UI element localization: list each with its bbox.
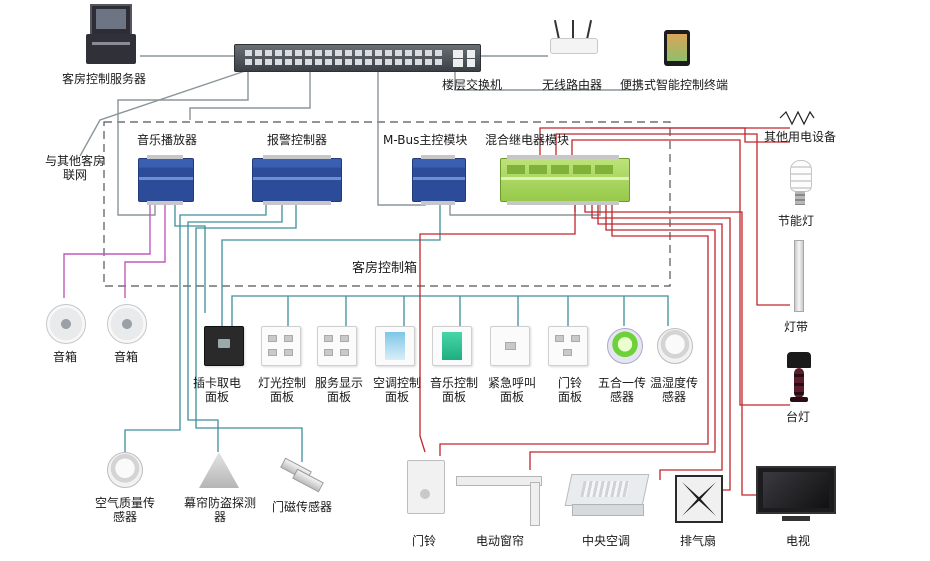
light-panel-icon (261, 326, 301, 366)
central-ac-icon (564, 474, 650, 522)
central-ac-label: 中央空调 (582, 534, 631, 548)
room-control-box-label: 客房控制箱 (352, 261, 418, 276)
table-lamp-icon (784, 352, 814, 404)
other-devices-label: 其他用电设备 (764, 130, 837, 144)
mbus-module (412, 155, 466, 205)
light-strip-icon (794, 240, 804, 312)
control-box-border (103, 121, 671, 287)
electric-curtain-label: 电动窗帘 (476, 534, 525, 548)
alarm-controller-module (252, 155, 342, 205)
tv-label: 电视 (786, 534, 811, 548)
floor-switch-icon (234, 44, 481, 72)
tv-icon (756, 466, 836, 524)
relay-module (500, 155, 630, 205)
curtain-detector-label: 幕帘防盗探测器 (184, 496, 257, 524)
exhaust-fan-label: 排气扇 (680, 534, 717, 548)
wifi-router-icon (550, 20, 598, 54)
portable-terminal-label: 便携式智能控制终端 (620, 78, 729, 92)
music-player-label: 音乐播放器 (137, 133, 198, 147)
light-strip-label: 灯带 (784, 320, 809, 334)
doorbell-label: 门铃 (412, 534, 437, 548)
light-panel-label: 灯光控制面板 (257, 376, 306, 404)
temp-humidity-sensor-icon (657, 328, 693, 364)
air-quality-label: 空气质量传感器 (94, 496, 155, 524)
mbus-module-label: M-Bus主控模块 (383, 133, 468, 147)
server-icon (86, 4, 136, 66)
exhaust-fan-icon (675, 475, 723, 523)
wifi-router-label: 无线路由器 (542, 78, 603, 92)
alarm-controller-label: 报警控制器 (267, 133, 328, 147)
power-lines (419, 127, 790, 496)
speaker-1-label: 音箱 (53, 350, 78, 364)
card-panel-icon (204, 326, 244, 366)
speaker-lines (63, 200, 166, 298)
table-lamp-label: 台灯 (786, 410, 811, 424)
energy-lamp-label: 节能灯 (778, 214, 815, 228)
curtain-detector-icon (199, 452, 239, 488)
air-quality-sensor-icon (107, 452, 143, 488)
doorbell-panel-icon (548, 326, 588, 366)
relay-module-label: 混合继电器模块 (485, 133, 570, 147)
electric-curtain-icon (456, 472, 542, 526)
five-in-one-sensor-icon (607, 328, 643, 364)
other-rooms-label: 与其他客房联网 (44, 154, 105, 182)
ac-panel-label: 空调控制面板 (372, 376, 421, 404)
music-panel-icon (432, 326, 472, 366)
speaker-icon (46, 304, 86, 344)
floor-switch-label: 楼层交换机 (442, 78, 503, 92)
speaker-icon (107, 304, 147, 344)
door-sensor-icon (279, 457, 324, 493)
emergency-panel-label: 紧急呼叫面板 (487, 376, 536, 404)
doorbell-icon (407, 460, 445, 514)
service-panel-label: 服务显示面板 (314, 376, 363, 404)
tablet-icon (664, 30, 690, 66)
ac-panel-icon (375, 326, 415, 366)
doorbell-panel-label: 门铃面板 (557, 376, 582, 404)
bus-lines (124, 200, 669, 462)
emergency-panel-icon (490, 326, 530, 366)
card-panel-label: 插卡取电面板 (192, 376, 241, 404)
five-in-one-label: 五合一传感器 (597, 376, 646, 404)
music-player-module (138, 155, 194, 205)
energy-lamp-icon (787, 160, 813, 212)
speaker-2-label: 音箱 (114, 350, 139, 364)
music-panel-label: 音乐控制面板 (429, 376, 478, 404)
temp-humidity-label: 温湿度传感器 (649, 376, 698, 404)
service-panel-icon (317, 326, 357, 366)
resistor-symbol (779, 110, 815, 126)
server-label: 客房控制服务器 (62, 72, 147, 86)
door-sensor-label: 门磁传感器 (272, 500, 333, 514)
